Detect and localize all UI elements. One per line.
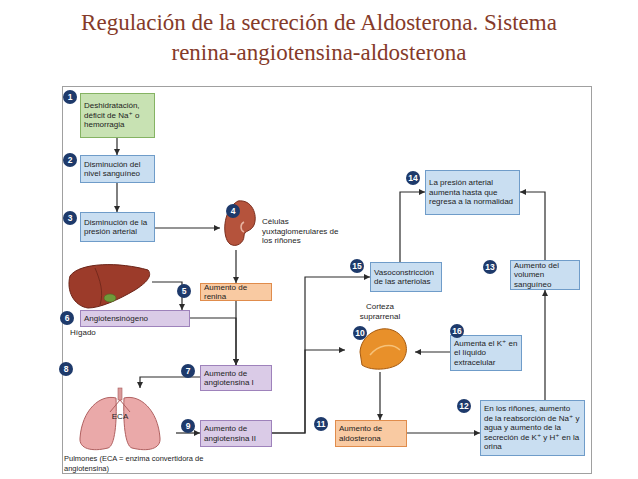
process-box: Disminución de la presión arterial xyxy=(80,212,155,242)
adrenal-drawing xyxy=(360,329,406,369)
flow-arrow xyxy=(415,351,450,352)
process-box: Aumento de aldosterona xyxy=(335,420,407,447)
box-text: La presión arterial aumenta hasta que re… xyxy=(429,178,516,207)
process-box: La presión arterial aumenta hasta que re… xyxy=(425,170,520,215)
flow-arrow xyxy=(235,301,236,365)
box-text: Aumento de aldosterona xyxy=(339,424,403,443)
box-text: Disminución de la presión arterial xyxy=(84,218,151,237)
callout-number: 4 xyxy=(226,204,240,218)
process-box: Aumento de angiotensina II xyxy=(200,420,272,447)
flow-arrow xyxy=(544,290,545,400)
right-lung-drawing xyxy=(124,397,160,449)
callout-number: 3 xyxy=(63,211,77,225)
part-label: Hígado xyxy=(70,328,110,338)
process-box: En los riñones, aumento de la reabsorció… xyxy=(480,400,585,456)
box-text: Aumento de renina xyxy=(204,283,268,302)
callout-number: 8 xyxy=(59,362,73,376)
box-text: Aumento de angiotensina I xyxy=(204,369,268,388)
callout-number: 11 xyxy=(314,417,328,431)
flow-arrow xyxy=(272,350,345,433)
adrenal-shading xyxy=(370,345,400,355)
process-box: Deshidratación, déficit de Na⁺ o hemorra… xyxy=(80,93,155,138)
flow-arrow xyxy=(379,372,380,420)
callout-number: 7 xyxy=(181,364,195,378)
box-text: En los riñones, aumento de la reabsorció… xyxy=(484,404,581,452)
flow-arrow xyxy=(407,432,480,433)
part-label: Pulmones (ECA = enzima convertidora de a… xyxy=(64,454,214,473)
part-label: ECA xyxy=(102,412,138,422)
callout-number: 6 xyxy=(60,311,74,325)
kidney-hilum xyxy=(241,222,244,232)
illustration-node: Hígado xyxy=(62,262,152,339)
process-box: Vasoconstricción de las arteriolas xyxy=(370,262,442,292)
bronchi-drawing xyxy=(110,400,130,412)
callout-number: 12 xyxy=(457,399,471,413)
callout-number: 14 xyxy=(406,171,420,185)
liver-drawing xyxy=(69,265,150,308)
process-box: Aumento de angiotensina I xyxy=(200,365,272,391)
callout-number: 2 xyxy=(63,153,77,167)
box-text: Aumento de angiotensina II xyxy=(204,424,268,443)
box-text: Aumento del volumen sanguíneo xyxy=(514,261,576,290)
flow-arrow xyxy=(235,250,236,283)
liver-lobe-line xyxy=(95,268,102,305)
flow-arrow xyxy=(116,138,117,155)
trachea-drawing xyxy=(118,388,122,400)
title-text: Regulación de la secreción de Aldosteron… xyxy=(79,8,559,68)
callout-number: 1 xyxy=(63,90,77,104)
process-box: Disminución del nivel sanguíneo xyxy=(80,155,155,183)
box-text: Deshidratación, déficit de Na⁺ o hemorra… xyxy=(84,101,151,130)
illustration-node: ECAPulmones (ECA = enzima convertidora d… xyxy=(64,388,176,452)
title-block: Regulación de la secreción de Aldosteron… xyxy=(0,8,638,68)
kidney-drawing xyxy=(225,201,255,246)
callout-number: 15 xyxy=(350,259,364,273)
process-box: Aumenta el K⁺ en el líquido extracelular xyxy=(450,335,522,371)
box-text: Angiotensinógeno xyxy=(84,314,186,324)
flow-arrow xyxy=(176,432,200,433)
process-box: Angiotensinógeno xyxy=(80,310,190,327)
callout-number: 9 xyxy=(181,419,195,433)
flow-arrow xyxy=(140,377,200,388)
gallbladder-drawing xyxy=(104,294,116,302)
flow-arrow xyxy=(152,282,182,310)
flow-arrow xyxy=(155,227,220,228)
box-text: Disminución del nivel sanguíneo xyxy=(84,160,151,179)
callout-number: 13 xyxy=(483,260,497,274)
box-text: Aumenta el K⁺ en el líquido extracelular xyxy=(454,339,518,368)
flow-arrow xyxy=(116,183,117,212)
flow-arrow xyxy=(400,192,425,262)
flow-arrow xyxy=(272,277,370,433)
callout-number: 5 xyxy=(177,284,191,298)
process-box: Aumento de renina xyxy=(200,283,272,301)
process-box: Aumento del volumen sanguíneo xyxy=(510,260,580,290)
part-label: Corteza suprarrenal xyxy=(345,302,415,321)
part-label: Células yuxtaglomerulares de los riñones xyxy=(262,217,342,246)
callout-number: 10 xyxy=(353,326,367,340)
callout-number: 16 xyxy=(450,324,464,338)
flow-arrow xyxy=(190,318,236,365)
box-text: Vasoconstricción de las arteriolas xyxy=(374,268,438,287)
left-lung-drawing xyxy=(80,397,116,449)
flow-arrow xyxy=(520,192,545,260)
